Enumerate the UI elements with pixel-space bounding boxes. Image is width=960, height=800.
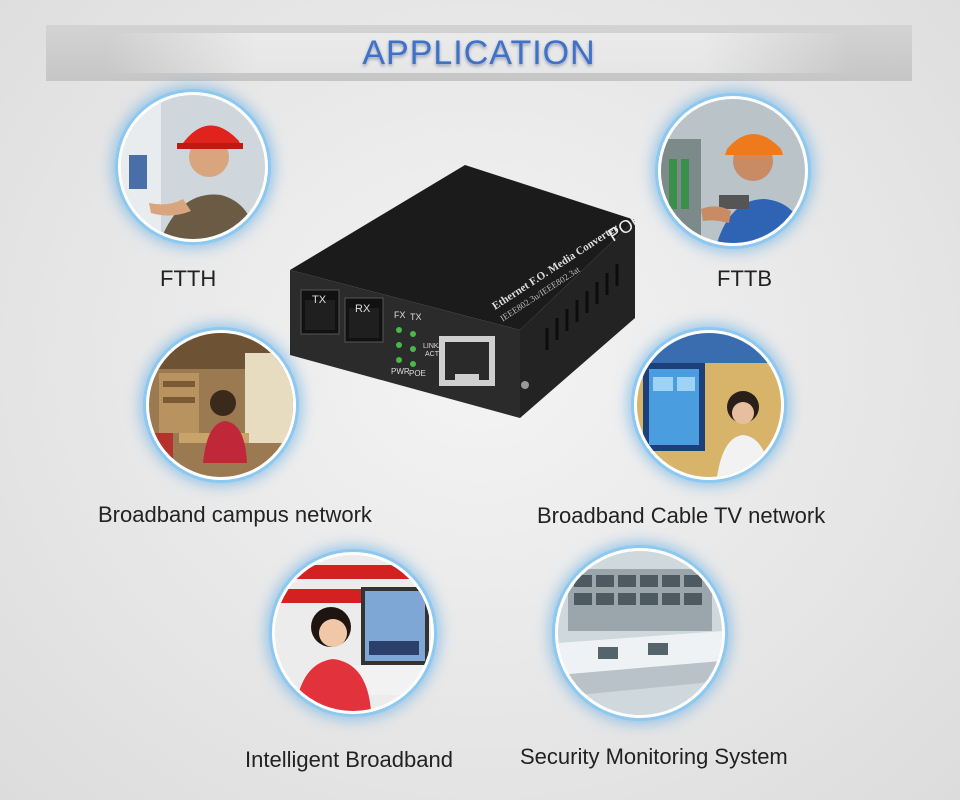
led-label-tx: TX	[410, 312, 422, 322]
header-bar: APPLICATION	[46, 25, 912, 81]
port-label-tx: TX	[312, 294, 327, 306]
port-label-rx: RX	[355, 303, 371, 315]
fttb-photo	[658, 96, 808, 246]
page-title: APPLICATION	[362, 34, 596, 72]
item-label-intelligent-broadband: Intelligent Broadband	[245, 747, 453, 772]
item-label-cable-tv: Broadband Cable TV network	[537, 503, 826, 528]
item-label-campus: Broadband campus network	[98, 502, 372, 527]
led-label-act: ACT	[425, 351, 440, 358]
led-label-pwr: PWR	[391, 367, 410, 376]
item-label-ftth: FTTH	[160, 266, 217, 291]
ftth-photo	[118, 92, 268, 242]
campus-network-photo	[146, 330, 296, 480]
led-label-fx: FX	[394, 310, 406, 320]
header-highlight	[106, 33, 852, 73]
item-label-security-monitoring: Security Monitoring System	[520, 744, 788, 769]
status-leds	[396, 327, 416, 367]
intelligent-broadband-photo	[272, 552, 434, 714]
security-monitoring-photo	[555, 548, 725, 718]
led-label-link: LINK/	[423, 343, 441, 350]
item-label-fttb: FTTB	[717, 266, 772, 291]
cable-tv-photo	[634, 330, 784, 480]
media-converter-device: Ethernet F.O. Media Converter IEEE802.3u…	[290, 165, 635, 418]
led-label-poe: POE	[409, 369, 426, 378]
